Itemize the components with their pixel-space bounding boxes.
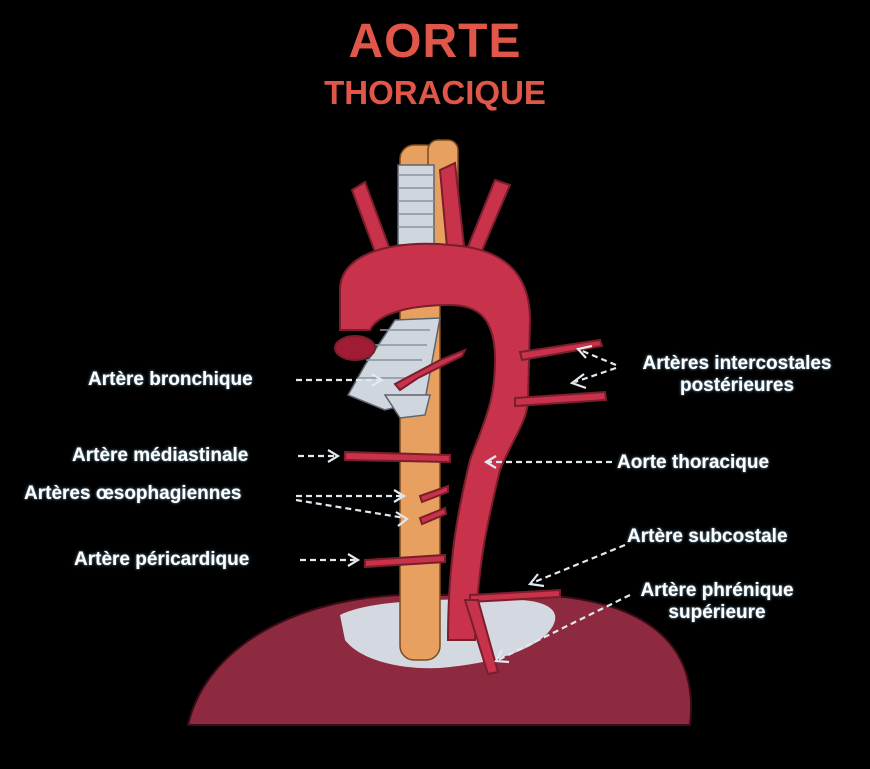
label-phrenic-line2: supérieure <box>668 602 766 623</box>
label-intercostal-arteries: Artères intercostales postérieures <box>614 353 860 397</box>
label-esophageal-arteries: Artères œsophagiennes <box>24 483 242 504</box>
label-subcostal-artery: Artère subcostale <box>627 526 788 547</box>
label-phrenic-line1: Artère phrénique <box>640 580 794 601</box>
label-intercostal-line2: postérieures <box>679 375 795 396</box>
label-superior-phrenic-artery: Artère phrénique supérieure <box>612 580 822 624</box>
label-mediastinal-artery: Artère médiastinale <box>72 445 249 466</box>
label-intercostal-line1: Artères intercostales <box>642 353 832 374</box>
aorta <box>334 161 608 676</box>
title: AORTE <box>348 15 522 68</box>
subtitle: THORACIQUE <box>324 74 546 111</box>
label-arrows <box>295 344 631 664</box>
label-bronchial-artery: Artère bronchique <box>88 369 253 390</box>
trachea <box>346 164 441 419</box>
label-pericardial-artery: Artère péricardique <box>74 549 250 570</box>
label-thoracic-aorta: Aorte thoracique <box>617 452 770 473</box>
